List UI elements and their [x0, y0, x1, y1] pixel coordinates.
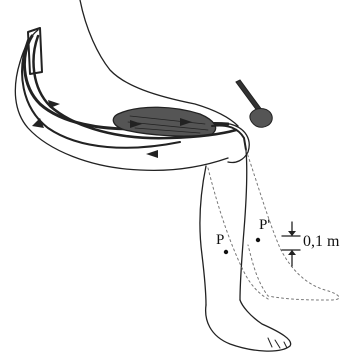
arrowhead-up: [288, 250, 296, 255]
lower-leg-back: [200, 166, 206, 305]
signal-arrow-1: [48, 100, 60, 108]
displacement-label: 0,1 m: [303, 234, 339, 250]
hammer-head: [250, 109, 272, 128]
foot: [206, 300, 291, 351]
lower-leg-front: [240, 150, 247, 300]
reflex-hammer: [236, 80, 272, 127]
toes: [268, 338, 287, 348]
point-p-prime-dot: [256, 238, 260, 242]
signal-arrow-4: [146, 150, 158, 158]
hammer-handle: [236, 80, 262, 112]
quadriceps-muscle: [113, 107, 215, 136]
point-p-prime-label: P': [259, 218, 270, 233]
point-p-label: P: [216, 233, 224, 248]
point-p-dot: [224, 250, 228, 254]
arrowhead-down: [288, 231, 296, 236]
